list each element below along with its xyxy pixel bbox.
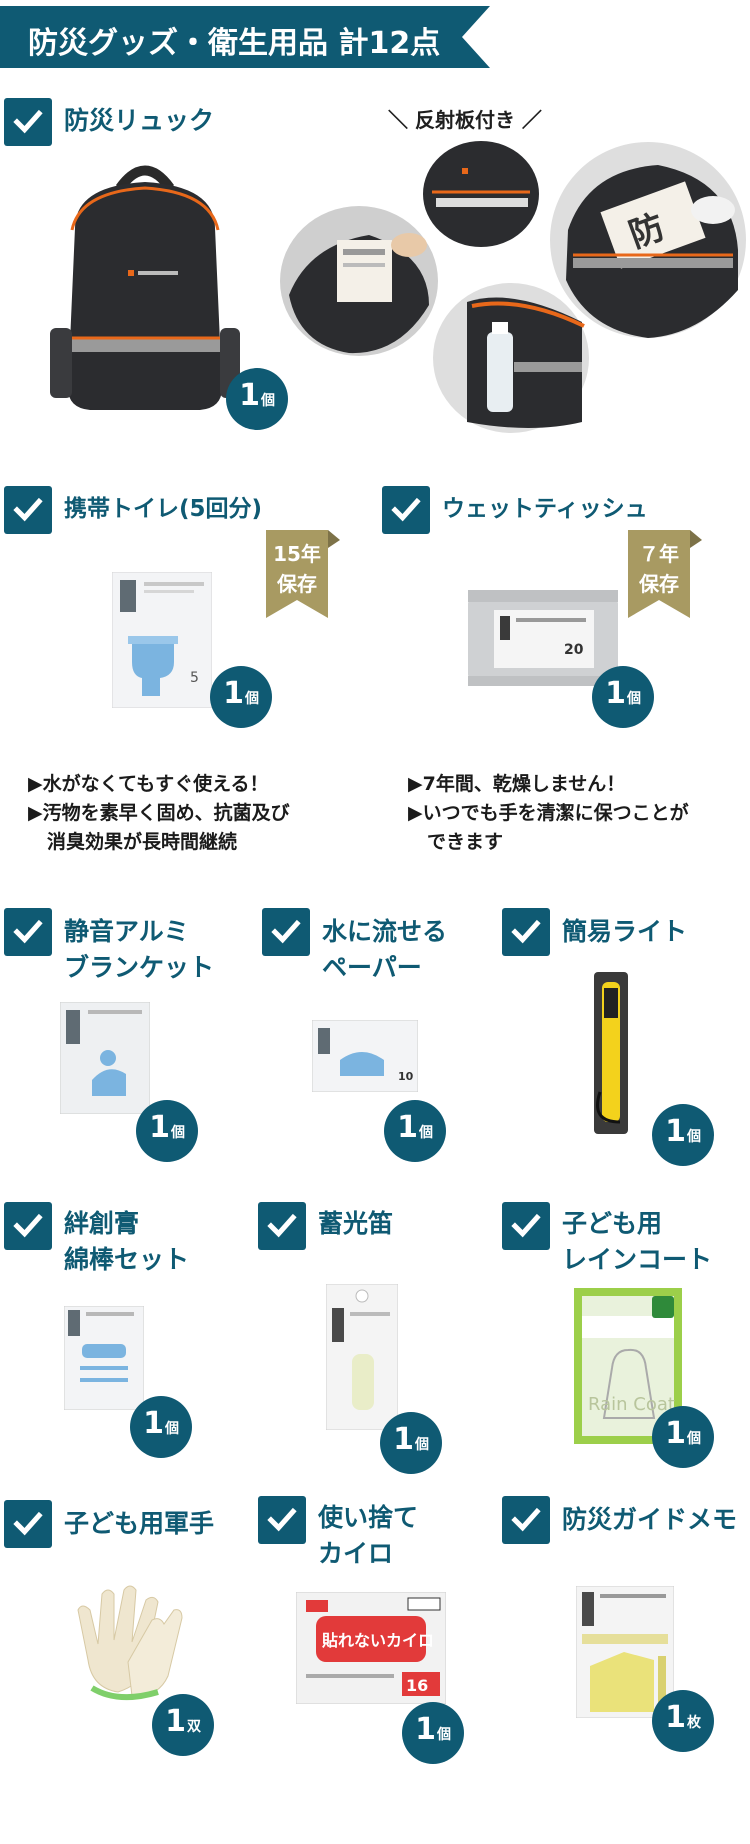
pocket-booklet-image: 防 [550, 142, 746, 338]
check-icon [262, 908, 310, 956]
bottle-pocket-image [433, 283, 589, 433]
kairo-label: 使い捨てカイロ [318, 1503, 419, 1568]
check-item-toilet: 携帯トイレ(5回分) [4, 486, 262, 534]
gloves-label: 子ども用軍手 [64, 1509, 215, 1538]
check-item-wipes: ウェットティッシュ [382, 486, 648, 534]
toilet-package-image: 5 [112, 572, 212, 708]
kairo-package-image: 貼れないカイロ 16 [296, 1592, 446, 1704]
check-icon [4, 908, 52, 956]
memo-package-image [576, 1586, 674, 1718]
check-item-bandage: 絆創膏綿棒セット [4, 1202, 189, 1278]
wipes-storage-ribbon: ７年 保存 [628, 530, 702, 618]
whistle-label: 蓄光笛 [318, 1209, 394, 1238]
svg-text:16: 16 [406, 1676, 428, 1695]
page-title: 防災グッズ・衛生用品 計12点 [28, 26, 441, 61]
raincoat-package-image: Rain Coat [574, 1288, 682, 1444]
check-icon [502, 1496, 550, 1544]
svg-text:20: 20 [564, 642, 584, 658]
check-item-light: 簡易ライト [502, 908, 687, 956]
wipes-feature-2: ▶いつでも手を清潔に保つことが [408, 802, 689, 824]
light-label: 簡易ライト [562, 917, 688, 946]
reflector-detail-image [423, 141, 539, 247]
toilet-feature-1: ▶水がなくてもすぐ使える！ [28, 773, 269, 795]
backpack-image [50, 165, 240, 410]
check-icon [4, 1500, 52, 1548]
toilet-features: ▶水がなくてもすぐ使える！ ▶汚物を素早く固め、抗菌及び 消臭効果が長時間継続 [28, 770, 290, 857]
svg-text:10: 10 [398, 1070, 414, 1083]
svg-text:Rain Coat: Rain Coat [588, 1394, 675, 1415]
wipes-feature-1: ▶7年間、乾燥しません！ [408, 773, 626, 795]
svg-text:貼れないカイロ: 貼れないカイロ [322, 1631, 434, 1650]
check-item-memo: 防災ガイドメモ [502, 1496, 737, 1544]
check-item-whistle: 蓄光笛 [258, 1202, 393, 1250]
raincoat-label: 子ども用レインコート [562, 1209, 713, 1274]
toilet-storage-ribbon: 15年 保存 [266, 530, 340, 618]
reflective-note: ＼ 反射板付き ／ [388, 108, 542, 132]
wipes-package-image: 20 [468, 590, 618, 686]
whistle-package-image [326, 1284, 398, 1430]
check-icon [502, 1202, 550, 1250]
gloves-image [77, 1585, 183, 1701]
toilet-label: 携帯トイレ(5回分) [64, 496, 263, 522]
wipes-feature-3: できます [408, 831, 504, 853]
check-item-backpack: 防災リュック [4, 98, 214, 146]
bandage-label: 絆創膏綿棒セット [64, 1209, 190, 1274]
check-item-kairo: 使い捨てカイロ [258, 1496, 418, 1572]
inner-pocket-image [280, 206, 438, 356]
toilet-feature-2: ▶汚物を素早く固め、抗菌及び [28, 802, 290, 824]
paper-label: 水に流せるペーパー [322, 917, 448, 982]
light-stick-image [594, 972, 628, 1134]
toilet-feature-3: 消臭効果が長時間継続 [28, 831, 238, 853]
memo-label: 防災ガイドメモ [562, 1505, 738, 1534]
check-icon [382, 486, 430, 534]
backpack-label: 防災リュック [64, 106, 215, 135]
blanket-package-image [60, 1002, 150, 1114]
check-icon [502, 908, 550, 956]
check-item-paper: 水に流せるペーパー [262, 908, 447, 986]
header-banner: 防災グッズ・衛生用品 計12点 [0, 6, 490, 68]
bandage-package-image [64, 1306, 144, 1410]
check-icon [258, 1202, 306, 1250]
wipes-features: ▶7年間、乾燥しません！ ▶いつでも手を清潔に保つことが できます [408, 770, 689, 857]
check-item-gloves: 子ども用軍手 [4, 1500, 214, 1548]
blanket-label: 静音アルミブランケット [64, 917, 215, 982]
check-item-raincoat: 子ども用レインコート [502, 1202, 712, 1278]
wipes-label: ウェットティッシュ [442, 496, 648, 522]
check-icon [4, 98, 52, 146]
check-icon [4, 486, 52, 534]
check-item-blanket: 静音アルミブランケット [4, 908, 214, 986]
svg-text:5: 5 [190, 670, 199, 686]
check-icon [258, 1496, 306, 1544]
check-icon [4, 1202, 52, 1250]
paper-package-image: 10 [312, 1020, 418, 1092]
